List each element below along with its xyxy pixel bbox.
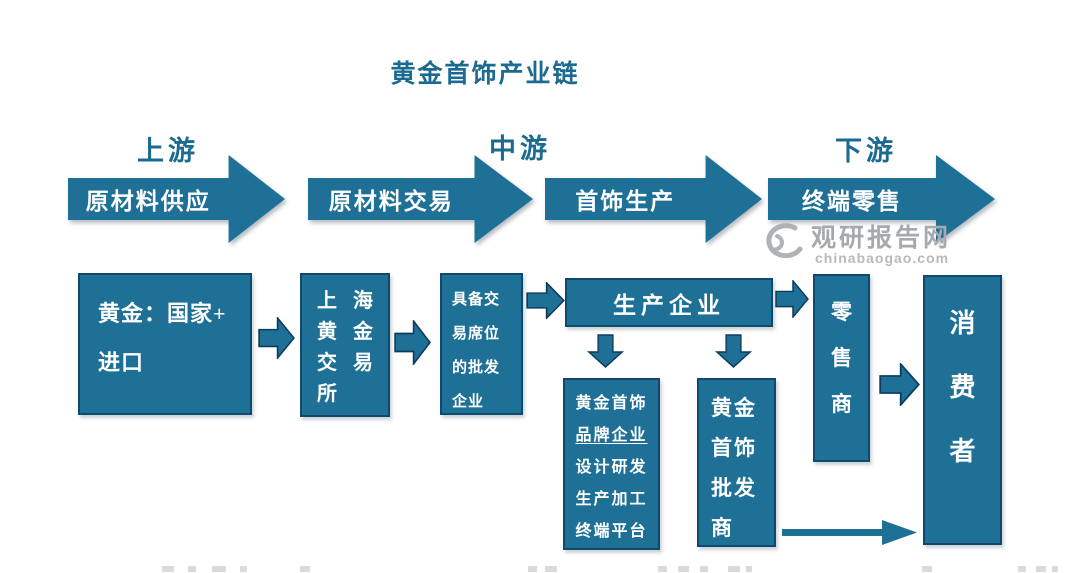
wholesaler-line: 商: [711, 516, 734, 540]
gold-source-line1: 黄金：国家+: [98, 301, 227, 326]
sge-char: 易: [353, 352, 373, 374]
brand-line: 设计研发: [575, 459, 648, 476]
right-arrow-shape-icon: [68, 155, 285, 243]
node-production-enterprises: 生产企业: [565, 278, 773, 327]
flow-arrow-supply-label: 原材料供应: [85, 189, 211, 214]
sge-row: 交 易: [317, 345, 373, 376]
sge-char: 海: [353, 290, 373, 312]
right-arrow-shape-icon: [545, 155, 762, 243]
trading-seat-line: 具备交: [452, 292, 501, 308]
flow-arrow-trade: 原材料交易: [308, 153, 533, 245]
sge-char: 所: [317, 383, 337, 405]
node-consumer: 消 费 者: [923, 275, 1002, 545]
trading-seat-line: 的批发: [452, 360, 501, 376]
brand-line: 生产加工: [575, 491, 648, 508]
node-shanghai-gold-exchange: 上 海 黄 金 交 易 所: [300, 273, 390, 417]
brand-line: 终端平台: [575, 523, 648, 540]
watermark: 观研报告网 chinabaogao.com: [755, 214, 990, 272]
node-trading-seat-wholesalers: 具备交 易席位 的批发 企业: [440, 273, 523, 415]
connector-arrow-right-icon: [775, 280, 809, 318]
gold-source-line2: 进口: [98, 350, 145, 375]
sge-char: 黄: [317, 321, 337, 343]
sge-char: 交: [317, 352, 337, 374]
wholesaler-line: 黄金: [711, 396, 757, 420]
flow-arrow-trade-label: 原材料交易: [328, 189, 454, 214]
sge-char: 上: [317, 290, 337, 312]
sge-row: 所: [317, 376, 373, 407]
node-retailer: 零 售 商: [813, 274, 870, 462]
flow-arrow-production-label: 首饰生产: [575, 189, 676, 214]
connector-arrow-right-icon: [258, 317, 295, 359]
connector-arrow-down-icon: [715, 334, 752, 368]
right-arrow-shape-icon: [768, 155, 995, 243]
sge-char: 金: [353, 321, 373, 343]
consumer-char: 消: [949, 308, 976, 338]
brand-line: 黄金首饰: [575, 395, 648, 412]
node-gold-jewelry-wholesaler: 黄金 首饰 批发 商: [697, 378, 776, 547]
retailer-char: 零: [831, 300, 852, 324]
retailer-char: 售: [831, 346, 852, 370]
brand-line: 品牌企业: [575, 427, 648, 444]
watermark-domain: chinabaogao.com: [815, 250, 950, 266]
flow-arrow-production: 首饰生产: [545, 153, 762, 245]
sge-row: 上 海: [317, 283, 373, 314]
connector-arrow-right-icon: [394, 320, 431, 365]
diagram-title: 黄金首饰产业链: [390, 61, 580, 88]
watermark-name: 观研报告网: [811, 225, 952, 252]
sge-row: 黄 金: [317, 314, 373, 345]
right-arrow-shape-icon: [308, 155, 533, 243]
flow-arrow-supply: 原材料供应: [68, 153, 285, 245]
connector-arrow-right-icon: [526, 282, 565, 319]
stage-label-downstream: 下游: [835, 136, 897, 166]
node-gold-source: 黄金：国家+ 进口: [78, 273, 252, 415]
wholesaler-line: 首饰: [711, 436, 757, 460]
flow-arrow-retail-label: 终端零售: [801, 189, 902, 214]
flow-arrow-retail: 终端零售: [768, 153, 995, 245]
node-brand-enterprises: 黄金首饰 品牌企业 设计研发 生产加工 终端平台: [563, 378, 660, 550]
connector-arrow-down-icon: [587, 334, 624, 368]
producer-label: 生产企业: [613, 292, 725, 318]
wholesaler-line: 批发: [711, 476, 757, 500]
retailer-char: 商: [831, 392, 852, 416]
connector-arrow-right-icon: [879, 363, 920, 406]
watermark-logo-icon: [766, 223, 803, 259]
connector-arrow-long-right-icon: [782, 519, 919, 546]
consumer-char: 费: [949, 372, 976, 402]
trading-seat-line: 易席位: [452, 326, 501, 342]
stage-label-upstream: 上游: [137, 136, 199, 166]
consumer-char: 者: [949, 436, 976, 466]
stage-label-midstream: 中游: [489, 134, 551, 164]
trading-seat-line: 企业: [452, 394, 485, 410]
